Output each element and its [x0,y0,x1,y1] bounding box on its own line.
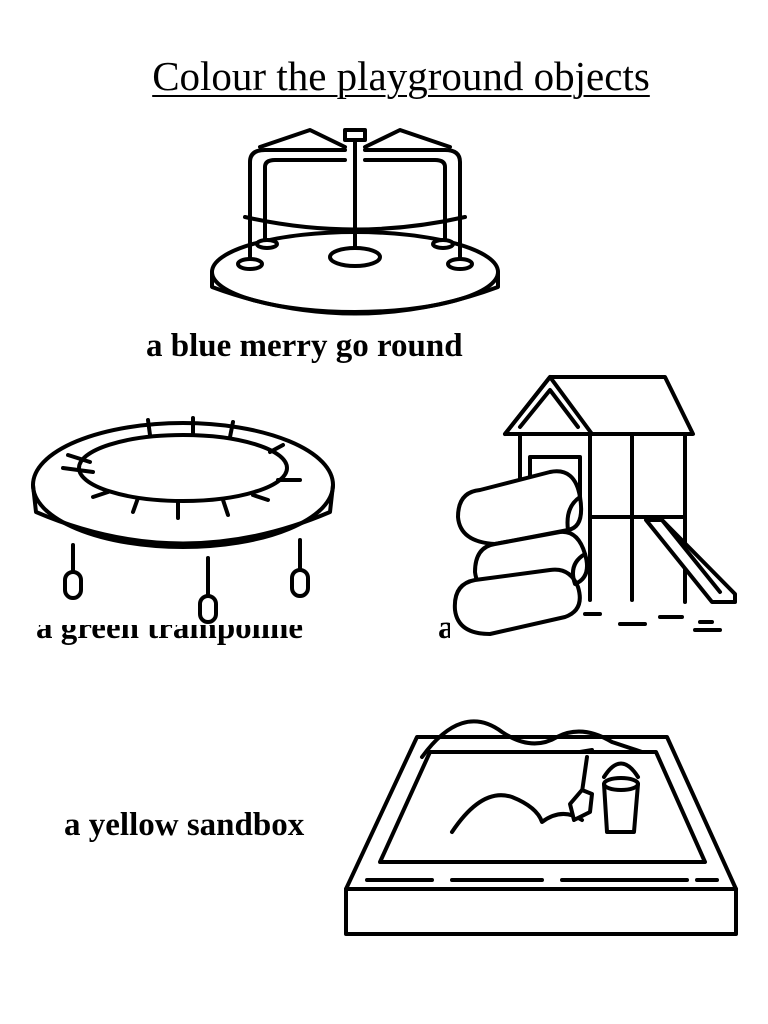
sandbox-icon [342,712,740,940]
page-title: Colour the playground objects [152,53,650,99]
merry-go-round-label: a blue merry go round [146,328,463,364]
sandbox-label: a yellow sandbox [64,807,305,843]
merry-go-round-icon [205,122,505,322]
slide-playhouse-icon [450,372,742,640]
trampoline-icon [28,400,340,625]
